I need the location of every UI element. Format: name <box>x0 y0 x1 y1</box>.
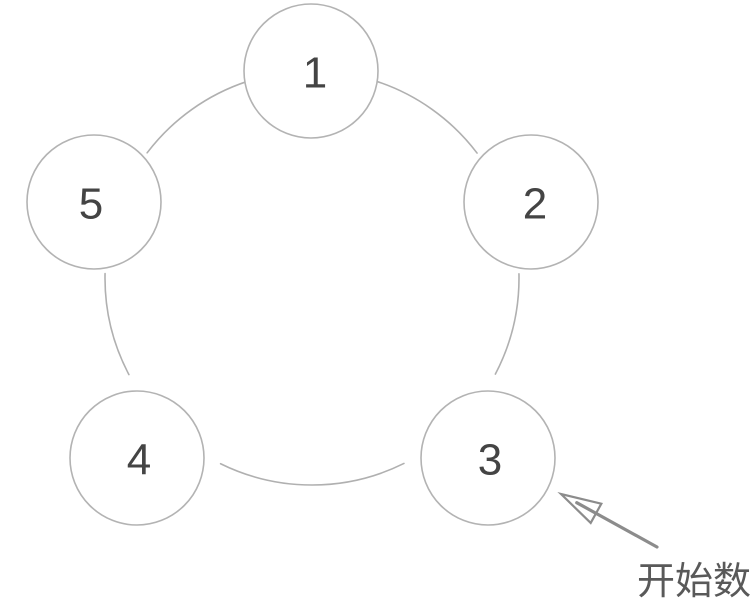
node-2-label: 2 <box>523 180 547 229</box>
node-3-circle[interactable] <box>420 390 556 526</box>
edge-3-to-4 <box>219 462 405 486</box>
node-1-circle[interactable] <box>243 3 379 139</box>
node-4-label: 4 <box>127 436 151 485</box>
node-4-circle[interactable] <box>69 390 205 526</box>
node-3-label: 3 <box>478 436 502 485</box>
edge-5-to-1 <box>146 80 248 154</box>
node-5-label: 5 <box>79 180 103 229</box>
node-1-label: 1 <box>303 49 327 98</box>
arrow-shaft-line <box>575 501 659 549</box>
edge-group <box>104 80 520 486</box>
node-1[interactable]: 1 <box>243 3 379 139</box>
node-2-circle[interactable] <box>463 134 599 270</box>
node-5-circle[interactable] <box>26 134 162 270</box>
edge-4-to-5 <box>104 272 130 376</box>
node-5[interactable]: 5 <box>26 134 162 270</box>
node-2[interactable]: 2 <box>463 134 599 270</box>
annotation-label: 开始数 <box>637 559 751 603</box>
edge-1-to-2 <box>374 80 478 154</box>
node-group: 1 2 3 4 5 <box>26 3 599 526</box>
node-3[interactable]: 3 <box>420 390 556 526</box>
annotation-arrow <box>557 491 659 549</box>
arrow-head-icon <box>557 491 603 525</box>
node-4[interactable]: 4 <box>69 390 205 526</box>
edge-2-to-3 <box>494 273 520 375</box>
